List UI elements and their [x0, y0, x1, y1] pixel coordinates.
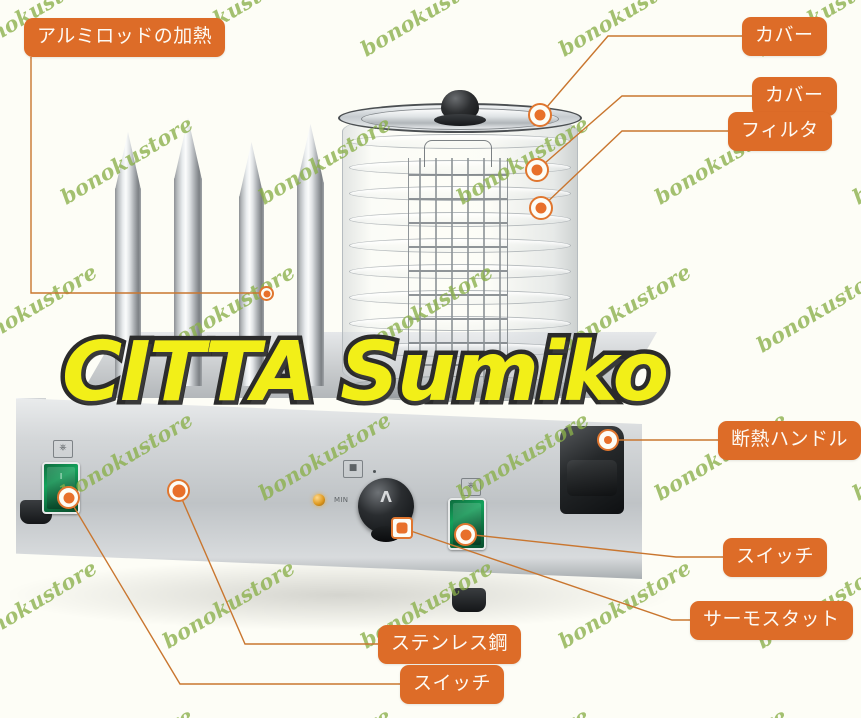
callout-dot-switch-right[interactable] — [454, 523, 477, 546]
callout-label-stainless[interactable]: ステンレス鋼 — [378, 625, 522, 664]
knob-min-label: MIN — [334, 496, 349, 504]
switch-mark-on: I — [59, 472, 63, 481]
callout-label-cover-1[interactable]: カバー — [742, 17, 827, 56]
callout-dot-stainless[interactable] — [167, 479, 190, 502]
callout-label-switch-right[interactable]: スイッチ — [723, 538, 828, 577]
callout-label-handle[interactable]: 断熱ハンドル — [718, 421, 861, 460]
callout-label-thermostat[interactable]: サーモスタット — [690, 601, 853, 640]
basket-handle — [424, 140, 492, 167]
aluminium-rod-4 — [297, 124, 324, 386]
brand-overlay-text: CITTA Sumiko — [57, 325, 673, 420]
callout-label-filter[interactable]: フィルタ — [728, 112, 832, 151]
callout-dot-switch-left[interactable] — [57, 486, 80, 509]
callout-dot-handle[interactable] — [597, 429, 619, 451]
knob-index-dot — [373, 470, 376, 473]
callout-dot-cover-1[interactable] — [528, 103, 552, 127]
callout-label-alumi-rod[interactable]: アルミロッドの加熱 — [24, 18, 226, 57]
jar-ring — [349, 212, 571, 227]
wire-basket — [408, 158, 508, 382]
callout-dot-filter[interactable] — [529, 196, 553, 220]
callout-label-cover-2[interactable]: カバー — [752, 77, 837, 116]
base-foot-right — [452, 588, 486, 612]
jar-bottom-rim — [342, 376, 578, 402]
callout-dot-alumi-rod[interactable] — [259, 286, 274, 301]
jar-ring — [349, 290, 571, 305]
callout-dot-cover-2[interactable] — [525, 158, 549, 182]
amber-indicator-lamp — [313, 494, 325, 506]
jar-ring — [349, 316, 571, 331]
jar-ring — [349, 238, 571, 253]
knob-pointer: Λ — [380, 488, 392, 507]
power-icon-left: ⎈ — [53, 440, 73, 458]
thermometer-icon: ■ — [343, 460, 363, 478]
callout-dot-thermostat[interactable] — [391, 517, 413, 539]
lid-knob — [441, 90, 479, 120]
base-front-panel — [16, 398, 642, 579]
power-icon-right: ⎈ — [461, 478, 481, 496]
callout-label-switch-left[interactable]: スイッチ — [400, 665, 505, 704]
